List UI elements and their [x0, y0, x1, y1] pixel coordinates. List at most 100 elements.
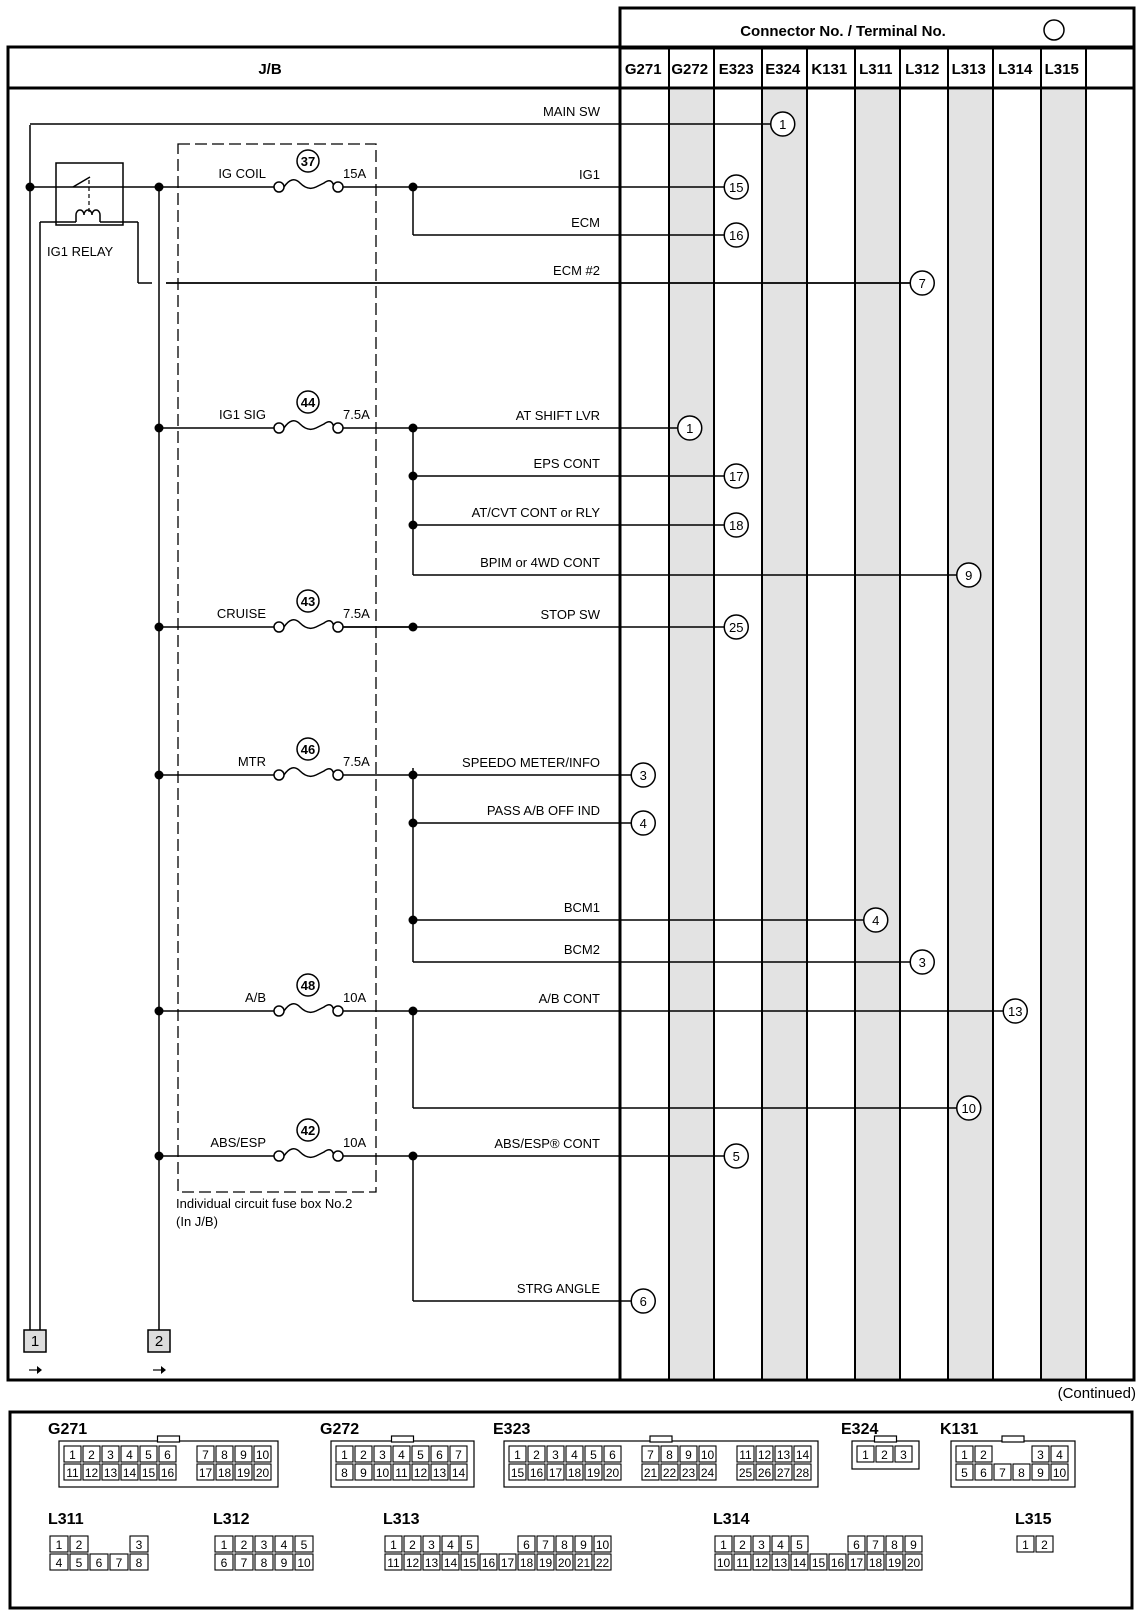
connector-pin-number: 17 [850, 1556, 864, 1570]
connector-pin [373, 1463, 392, 1481]
connector-column-header: L311 [859, 61, 892, 78]
connector-pin [430, 1445, 449, 1463]
connector-pin-number: 23 [682, 1466, 696, 1480]
connector-pin [403, 1535, 422, 1553]
connector-pin-number: 3 [261, 1538, 268, 1552]
connector-pin-number: 17 [199, 1466, 213, 1480]
connector-pin [234, 1445, 253, 1463]
connector-pin-number: 8 [891, 1538, 898, 1552]
terminal-number: 15 [729, 180, 743, 195]
connector-pin-number: 24 [701, 1466, 715, 1480]
terminal-number: 10 [962, 1101, 976, 1116]
connector-pin [1012, 1463, 1031, 1481]
connector-pin-number: 5 [796, 1538, 803, 1552]
connector-column-header: E323 [719, 61, 754, 78]
connector-pin [354, 1445, 373, 1463]
connector-pin [422, 1553, 441, 1571]
fuse-number: 44 [301, 395, 316, 410]
connector-view-name: E324 [841, 1421, 878, 1438]
connector-pin-number: 8 [261, 1556, 268, 1570]
connector-pin [593, 1553, 612, 1571]
connector-pin-number: 10 [297, 1556, 311, 1570]
terminal-number: 17 [729, 469, 743, 484]
connector-pin [384, 1553, 403, 1571]
connector-pin-number: 5 [145, 1448, 152, 1462]
terminal-circle [956, 562, 982, 588]
connector-pin [593, 1535, 612, 1553]
connector-pin [828, 1553, 847, 1571]
connector-pin-number: 1 [69, 1448, 76, 1462]
connector-pin-number: 9 [240, 1448, 247, 1462]
connector-pin [774, 1445, 793, 1463]
connector-pin [555, 1553, 574, 1571]
connector-pin-number: 13 [433, 1466, 447, 1480]
connector-pin [129, 1535, 149, 1553]
connector-pin-number: 11 [66, 1466, 79, 1480]
connector-pin-number: 8 [341, 1466, 348, 1480]
connector-pin-number: 3 [758, 1538, 765, 1552]
connector-pin [234, 1553, 254, 1571]
terminal-number: 4 [640, 816, 647, 831]
terminal-circle [723, 1143, 749, 1169]
terminal-circle [770, 111, 796, 137]
connector-pin-number: 7 [116, 1556, 123, 1570]
connector-column-header: K131 [811, 61, 847, 78]
connector-pin [904, 1535, 923, 1553]
connector-pin-number: 18 [218, 1466, 232, 1480]
connector-pin [517, 1553, 536, 1571]
connector-pin-number: 12 [414, 1466, 428, 1480]
connector-pin-number: 5 [301, 1538, 308, 1552]
connector-pin [847, 1535, 866, 1553]
jb-header: J/B [258, 61, 282, 78]
fuse-amperage: 10A [343, 990, 366, 1005]
connector-pin-number: 8 [561, 1538, 568, 1552]
fuse-number: 37 [301, 154, 315, 169]
connector-pin [253, 1445, 272, 1463]
connector-pin-number: 6 [96, 1556, 103, 1570]
circuit-label: BCM2 [564, 942, 600, 957]
circuit-label: BCM1 [564, 900, 600, 915]
connector-pin-number: 1 [514, 1448, 521, 1462]
connector-pin [974, 1445, 993, 1463]
connector-pin-number: 7 [202, 1448, 209, 1462]
connector-pin [139, 1463, 158, 1481]
connector-pin-number: 10 [256, 1448, 270, 1462]
connector-pin-number: 10 [1053, 1466, 1067, 1480]
connector-pin-number: 2 [881, 1448, 888, 1462]
connector-pin [793, 1445, 812, 1463]
connector-pin [460, 1535, 479, 1553]
connector-pin-number: 22 [596, 1556, 610, 1570]
connector-pin [253, 1463, 272, 1481]
connector-pin-number: 20 [558, 1556, 572, 1570]
connector-pin-number: 4 [777, 1538, 784, 1552]
connector-pin-number: 16 [161, 1466, 175, 1480]
connector-pin [215, 1445, 234, 1463]
connector-pin [546, 1445, 565, 1463]
connector-view-name: L314 [713, 1511, 750, 1528]
connector-pin [809, 1553, 828, 1571]
connector-pin-number: 21 [644, 1466, 658, 1480]
connector-pin [736, 1445, 755, 1463]
connector-pin [120, 1445, 139, 1463]
connector-pin-number: 1 [961, 1448, 968, 1462]
terminal-number: 25 [729, 620, 743, 635]
connector-pin-number: 4 [56, 1556, 63, 1570]
connector-pin [847, 1553, 866, 1571]
connector-pin-number: 12 [406, 1556, 420, 1570]
connector-pin [234, 1535, 254, 1553]
connector-pin-number: 14 [452, 1466, 466, 1480]
connector-pin [774, 1463, 793, 1481]
connector-pin [733, 1553, 752, 1571]
connector-pin-number: 10 [717, 1556, 731, 1570]
connector-pin-number: 2 [409, 1538, 416, 1552]
connector-pin-number: 18 [520, 1556, 534, 1570]
connector-pin [158, 1445, 177, 1463]
connector-pin-number: 10 [596, 1538, 610, 1552]
connector-pin-number: 18 [568, 1466, 582, 1480]
connector-pin [866, 1553, 885, 1571]
